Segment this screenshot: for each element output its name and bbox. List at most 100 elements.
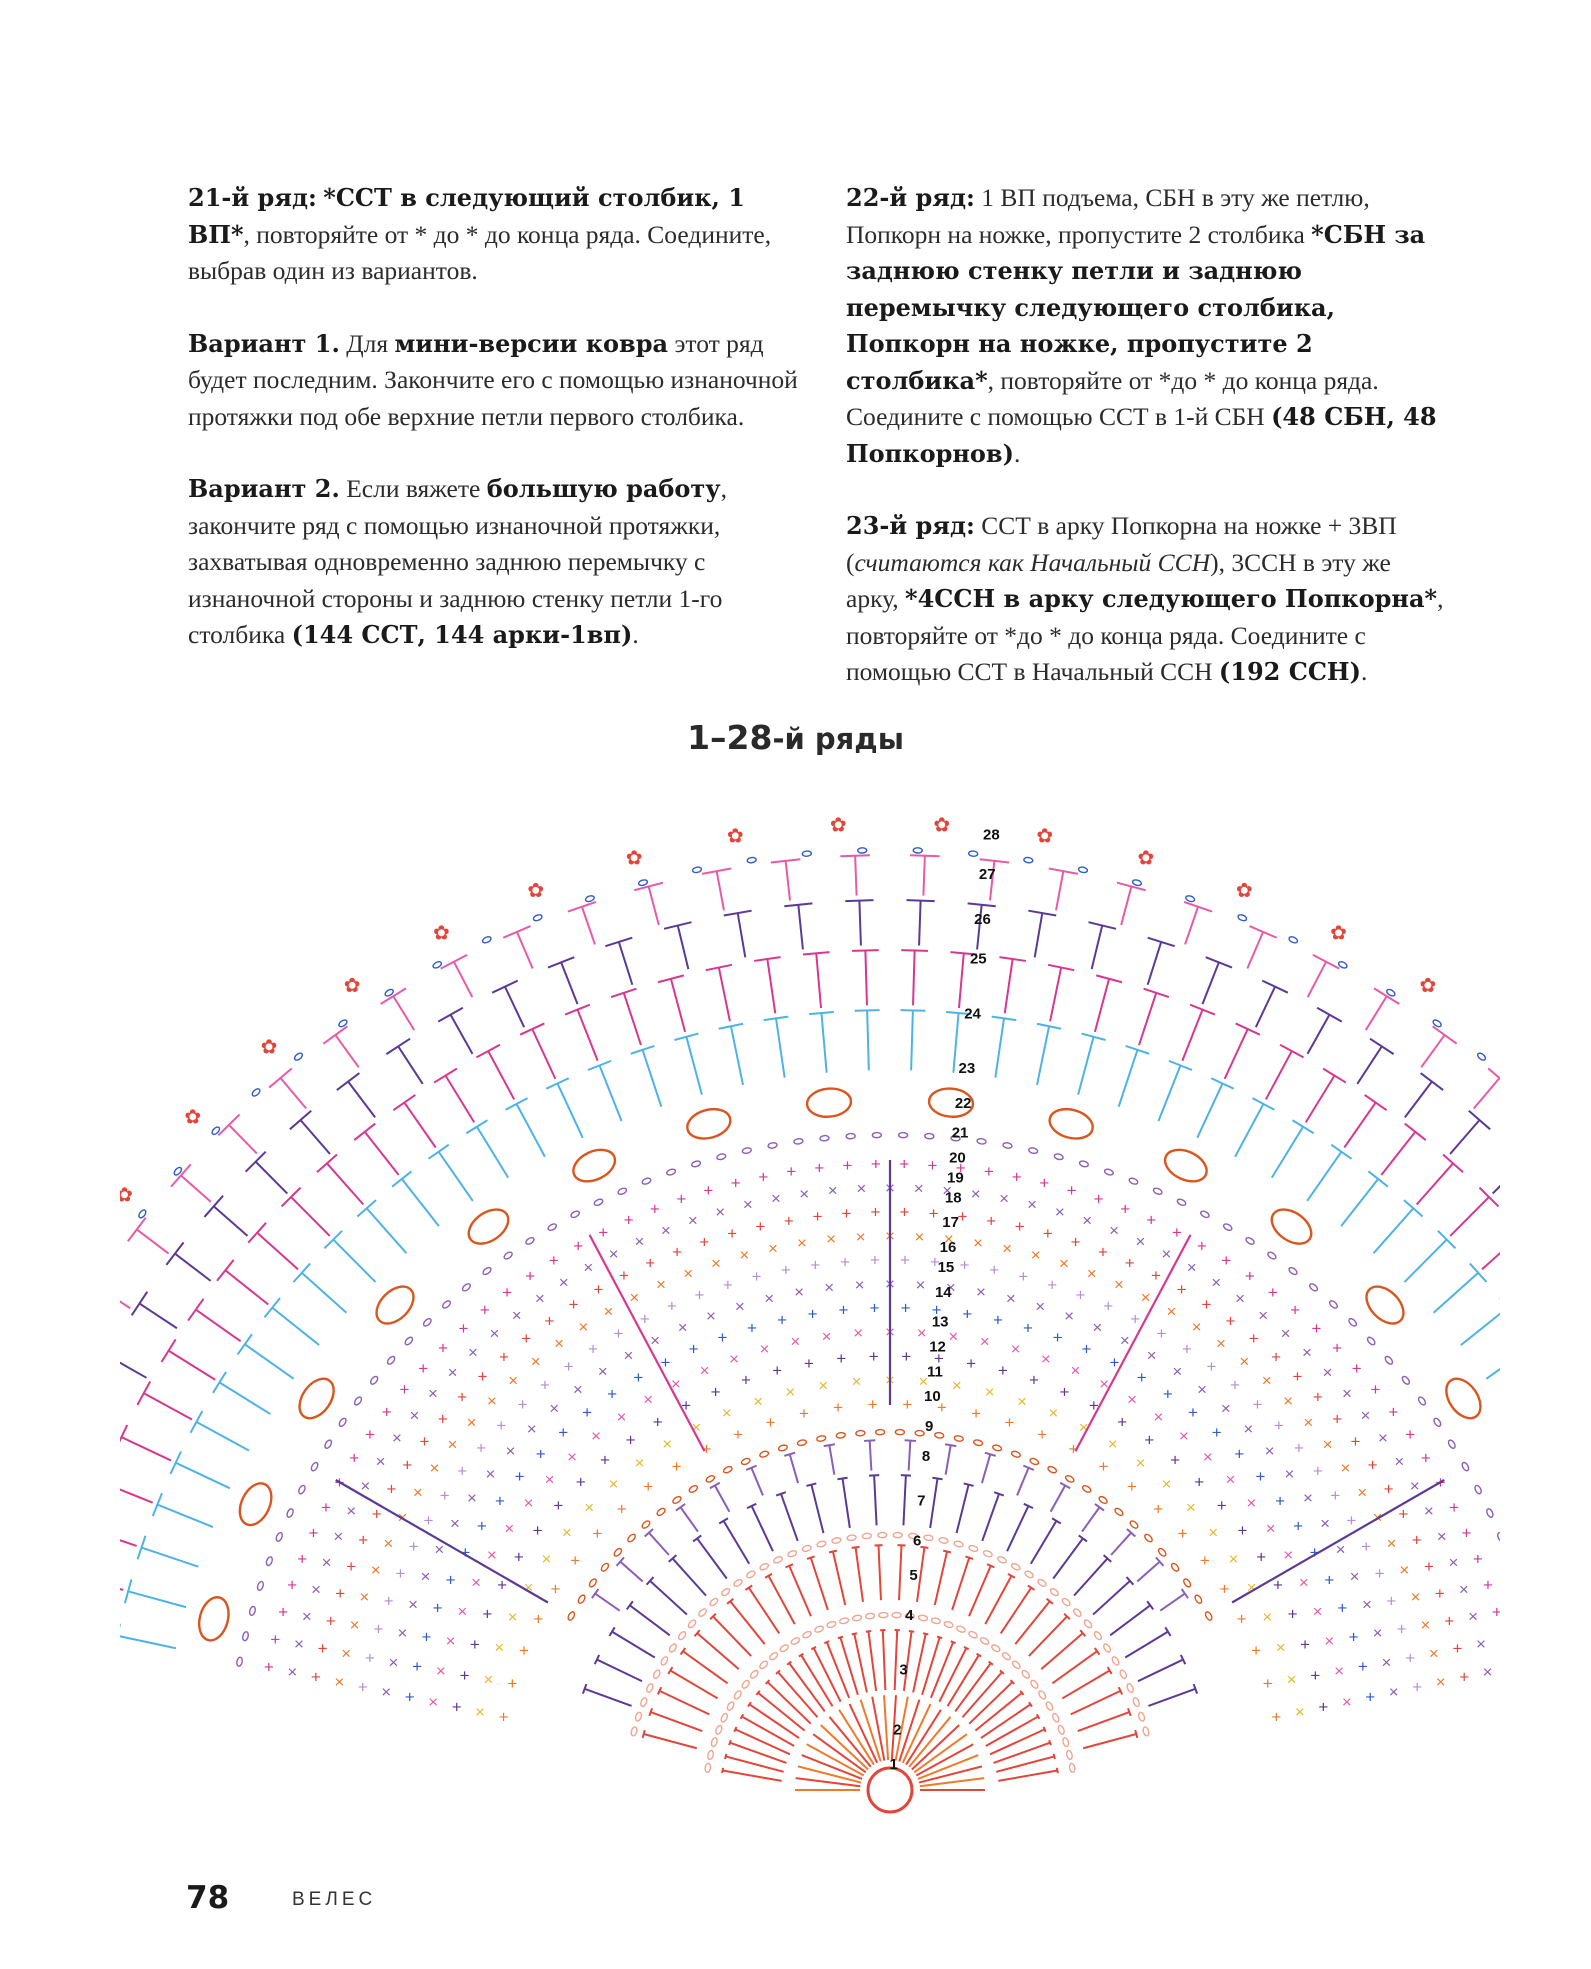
row-5-stitch [643, 1733, 698, 1750]
row-13-stitch: × [729, 1349, 739, 1368]
row-23-stitch [475, 1126, 510, 1179]
row-28-picot: ✿ [830, 815, 847, 837]
row-23-stitch [1036, 1025, 1051, 1086]
row-28-picot: ✿ [184, 1107, 201, 1129]
row-19-stitch: × [294, 1635, 304, 1654]
row-5-stitch [831, 1551, 847, 1606]
row-16-stitch: + [588, 1340, 598, 1359]
row-17-stitch: × [413, 1483, 423, 1502]
row-15-stitch: × [486, 1464, 496, 1483]
row-20-stitch: + [1462, 1523, 1472, 1542]
row-14-stitch: + [1255, 1467, 1265, 1486]
row-20-chain [570, 1210, 580, 1219]
row-5-stitch [669, 1669, 719, 1700]
row-11-stitch: × [1229, 1550, 1239, 1569]
row-27-chain [967, 850, 979, 857]
row-20-chain [1200, 1210, 1210, 1219]
row-14-stitch: + [869, 1299, 879, 1318]
row-6-chain [630, 1726, 638, 1737]
row-23-stitch [212, 1371, 227, 1394]
row-17-stitch: × [578, 1317, 588, 1336]
row-13-stitch: × [1179, 1427, 1189, 1446]
row-23-stitch [169, 1451, 182, 1475]
row-number-label: 13 [932, 1314, 949, 1331]
row-23-stitch [729, 1025, 744, 1086]
row-24-stitch [143, 1392, 193, 1421]
row-26-stitch [334, 1034, 360, 1068]
row-4-chain [979, 1637, 990, 1645]
row-15-stitch: × [505, 1441, 515, 1460]
row-7-stitch [1078, 1534, 1088, 1543]
row-14-stitch: + [582, 1403, 592, 1422]
row-5-stitch [1070, 1689, 1121, 1716]
row-8-stitch [615, 1556, 625, 1567]
row-10-stitch: + [533, 1610, 543, 1629]
row-6-chain [1138, 1711, 1146, 1722]
row-6-chain [938, 1537, 949, 1544]
row-20-stitch: + [650, 1200, 660, 1219]
row-number-label: 18 [945, 1189, 962, 1206]
row-5-stitch [1063, 1612, 1071, 1620]
row-15-stitch: × [527, 1420, 537, 1439]
row-8-stitch [1094, 1503, 1105, 1512]
row-13-stitch: × [759, 1340, 769, 1359]
row-23-stitch [1403, 1238, 1448, 1283]
row-23-stitch [271, 1306, 320, 1346]
row-9-chain [1114, 1507, 1124, 1517]
row-20-chain [924, 1132, 935, 1140]
row-20-stitch: + [984, 1162, 994, 1181]
row-20-chain [1497, 1531, 1500, 1542]
row-23-stitch [1234, 1103, 1265, 1158]
row-20-chain [353, 1396, 363, 1406]
row-10-stitch: + [643, 1477, 653, 1496]
row-10-stitch: + [617, 1500, 627, 1519]
row-20-stitch: + [1094, 1190, 1104, 1209]
row-25-stitch [1491, 1184, 1500, 1195]
row-7-stitch [668, 1554, 678, 1563]
row-20-chain [741, 1147, 752, 1155]
row-20-stitch: + [1421, 1449, 1431, 1468]
row-25-stitch [1419, 1072, 1444, 1091]
row-19-stitch: × [942, 1181, 952, 1200]
row-12-stitch: + [1059, 1382, 1069, 1401]
row-20-chain [422, 1317, 432, 1327]
row-26-stitch [854, 855, 858, 896]
row-6-chain [652, 1669, 661, 1680]
row-20-stitch: + [1290, 1300, 1300, 1319]
row-16-stitch: + [440, 1486, 450, 1505]
row-13-stitch: × [457, 1602, 467, 1621]
row-24-stitch [999, 956, 1027, 962]
row-12-stitch: + [1117, 1412, 1127, 1431]
row-24-stitch [1138, 992, 1158, 1046]
row-20-chain [338, 1417, 347, 1427]
row-8-stitch [750, 1467, 764, 1496]
row-4-chain [878, 1611, 889, 1619]
row-15-stitch: × [824, 1278, 834, 1297]
row-27-chain [1476, 1052, 1487, 1061]
row-5-stitch [1106, 1666, 1113, 1675]
row-28-picot: ✿ [344, 975, 361, 997]
row-18-stitch: + [900, 1203, 910, 1222]
row-6-chain [846, 1534, 857, 1542]
row-25-stitch [605, 936, 633, 948]
row-23-stitch [718, 1022, 744, 1030]
row-18-stitch: + [699, 1233, 709, 1252]
row-19-stitch: × [583, 1258, 593, 1277]
row-25-stitch [560, 961, 579, 1005]
row-20-stitch: + [502, 1283, 512, 1302]
row-10-stitch: + [1037, 1425, 1047, 1444]
row-20-stitch: + [525, 1266, 535, 1285]
row-19-stitch: × [1410, 1476, 1420, 1495]
row-19-stitch: × [287, 1662, 297, 1681]
row-11-stitch: × [562, 1523, 572, 1542]
row-23-stitch [195, 1421, 250, 1452]
row-19-stitch: × [535, 1289, 545, 1308]
row-18-stitch: + [478, 1367, 488, 1386]
row-9-chain [588, 1578, 597, 1588]
row-15-stitch: × [1350, 1567, 1360, 1586]
row-15-stitch: × [678, 1318, 688, 1337]
row-18-stitch: + [1098, 1242, 1108, 1261]
row-18-stitch: + [1435, 1584, 1445, 1603]
row-18-stitch: + [871, 1203, 881, 1222]
row-23-stitch [218, 1381, 271, 1415]
